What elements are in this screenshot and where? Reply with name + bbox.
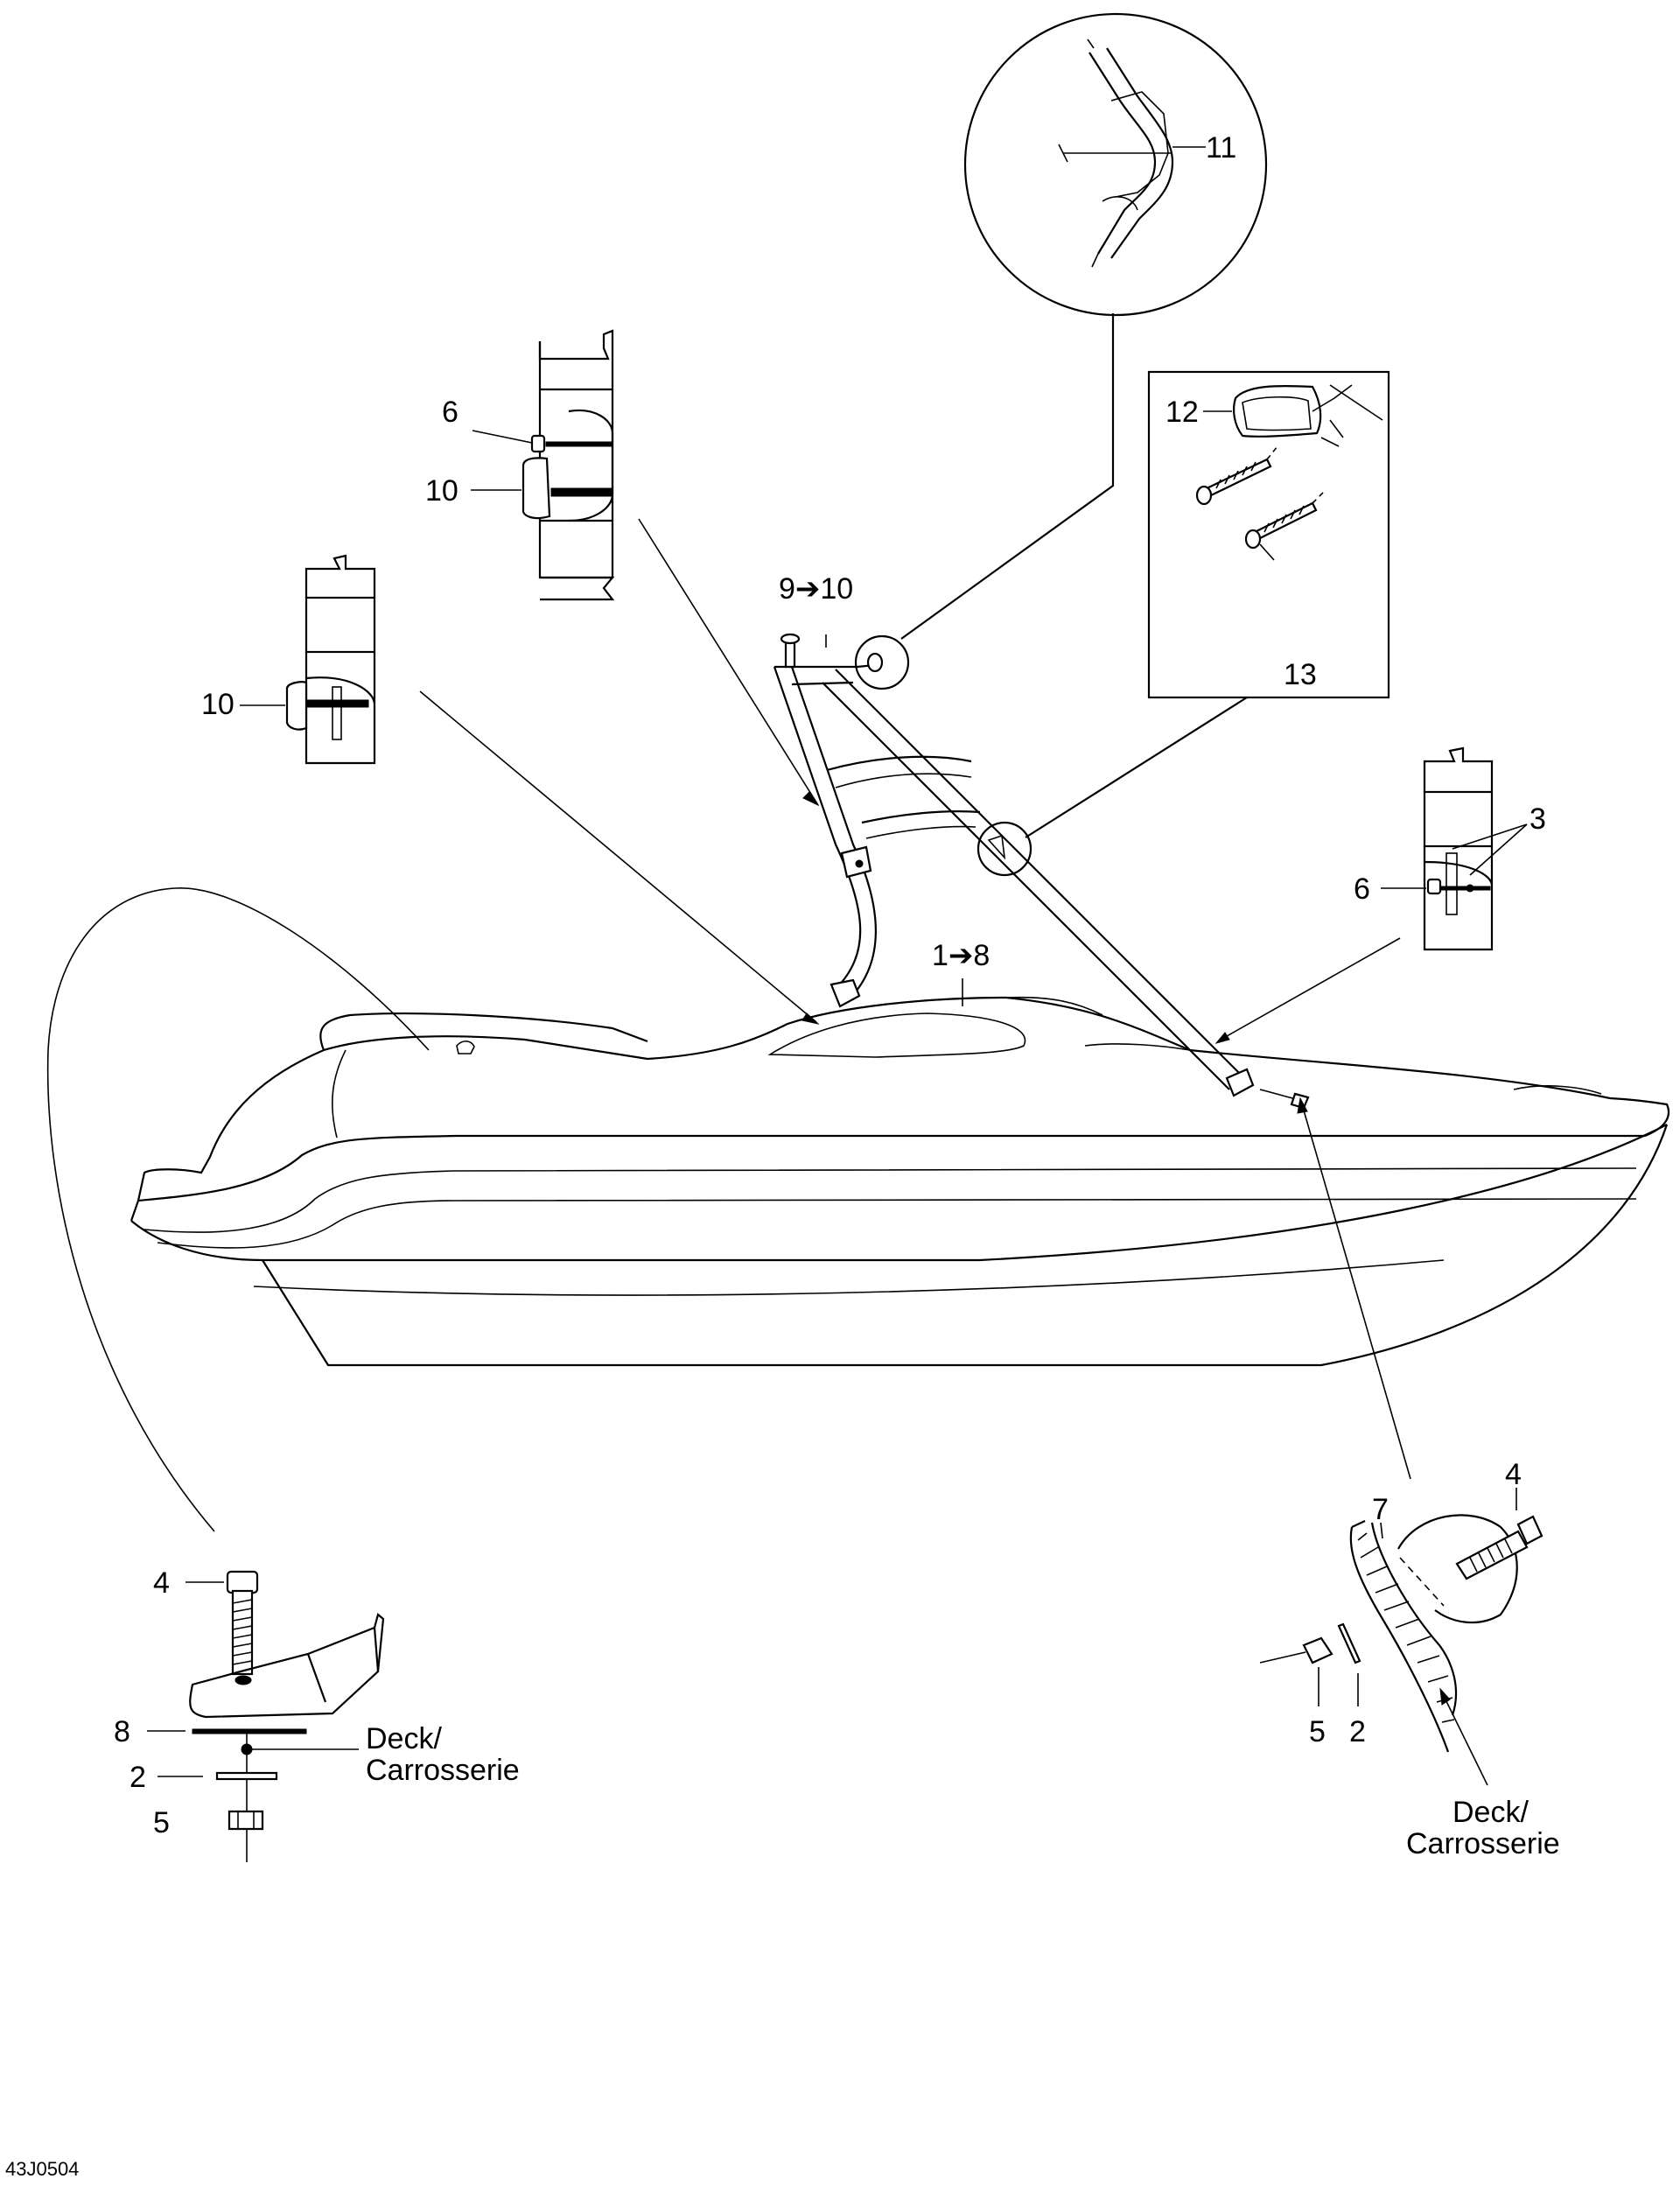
detail-fastener-right bbox=[1259, 1097, 1544, 1786]
wakeboard-tower bbox=[773, 633, 1310, 1110]
callout-5-left: 5 bbox=[153, 1806, 170, 1839]
boat-hull bbox=[130, 996, 1670, 1367]
deck-labels: Deck/ Carrosserie Deck/ Carrosserie bbox=[366, 1722, 1560, 1860]
deck-label-left-1: Deck/ bbox=[366, 1722, 442, 1755]
callout-10-top: 10 bbox=[425, 474, 458, 508]
callout-12: 12 bbox=[1166, 396, 1199, 429]
detail-circle-11 bbox=[854, 12, 1268, 690]
detail-box-mirror bbox=[976, 370, 1390, 877]
callout-6-top: 6 bbox=[442, 396, 458, 429]
callout-6-right: 6 bbox=[1354, 872, 1370, 906]
deck-label-right-2: Carrosserie bbox=[1406, 1827, 1560, 1860]
callout-4-right: 4 bbox=[1505, 1458, 1522, 1491]
detail-clamp-right bbox=[1214, 746, 1528, 1044]
callout-labels: 11 6 10 10 9➔10 12 13 3 6 1➔8 4 8 2 5 4 … bbox=[114, 131, 1546, 1839]
callout-9-10: 9➔10 bbox=[779, 572, 853, 606]
callout-11: 11 bbox=[1206, 131, 1236, 165]
callout-3: 3 bbox=[1530, 802, 1546, 836]
callout-2-left: 2 bbox=[130, 1761, 146, 1794]
callout-7: 7 bbox=[1372, 1493, 1389, 1526]
callout-2-right: 2 bbox=[1349, 1715, 1366, 1748]
detail-arc-lower-left bbox=[46, 887, 430, 1532]
callout-leaders bbox=[825, 634, 963, 1006]
callout-5-right: 5 bbox=[1309, 1715, 1326, 1748]
callout-13: 13 bbox=[1284, 658, 1317, 691]
callout-10-left: 10 bbox=[201, 688, 234, 721]
deck-label-right-1: Deck/ bbox=[1452, 1796, 1529, 1829]
detail-clamp-top bbox=[471, 329, 820, 807]
deck-label-left-2: Carrosserie bbox=[366, 1754, 520, 1787]
callout-4-left: 4 bbox=[153, 1566, 170, 1600]
detail-fastener-left bbox=[147, 1570, 385, 1862]
drawing-reference: 43J0504 bbox=[5, 2158, 79, 2180]
callout-1-8: 1➔8 bbox=[932, 939, 990, 972]
callout-8: 8 bbox=[114, 1715, 130, 1748]
detail-clamp-left bbox=[240, 554, 820, 1025]
